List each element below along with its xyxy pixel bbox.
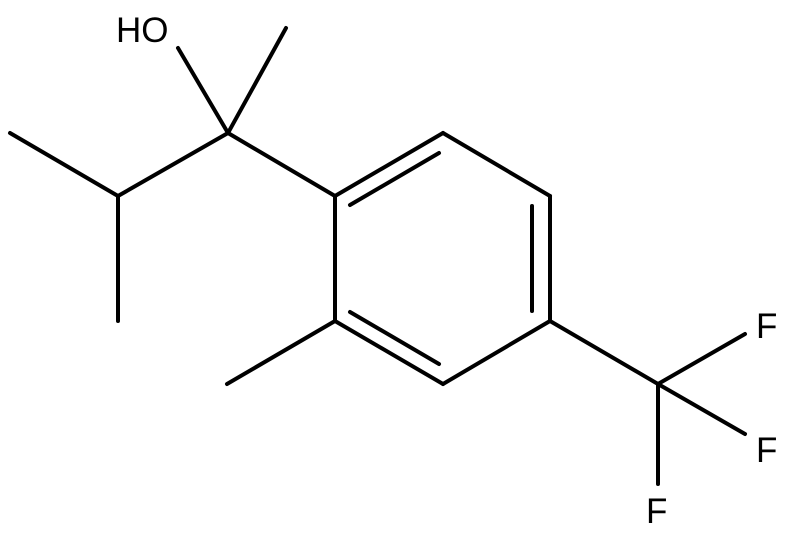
atom-labels: HO F F F xyxy=(116,11,777,531)
bonds xyxy=(8,26,747,486)
bond-ring-1-2 xyxy=(333,131,445,198)
bond-c-methyl-top xyxy=(226,26,288,135)
fluorine-label-top: F xyxy=(756,307,777,346)
fluorine-label-bottom: F xyxy=(646,492,667,531)
bond-c-oh xyxy=(176,46,230,135)
bond-ring-cf3 xyxy=(548,319,660,386)
bond-ring-4-5 xyxy=(441,319,552,386)
bond-ring-1-2-inner xyxy=(348,151,441,207)
bond-ring-5-6 xyxy=(333,319,445,386)
bond-isopropyl-methyl-left xyxy=(8,131,120,198)
bond-cf3-f2 xyxy=(656,382,747,436)
bond-c-ring xyxy=(226,131,337,198)
bond-ring-2-3 xyxy=(441,131,552,198)
bond-cf3-f1 xyxy=(656,332,747,386)
fluorine-label-right: F xyxy=(756,431,777,470)
hydroxyl-label: HO xyxy=(116,11,169,50)
bond-ring-methyl xyxy=(225,319,337,386)
bond-ring-5-6-inner xyxy=(348,310,441,366)
bond-c-isopropyl xyxy=(116,131,230,198)
